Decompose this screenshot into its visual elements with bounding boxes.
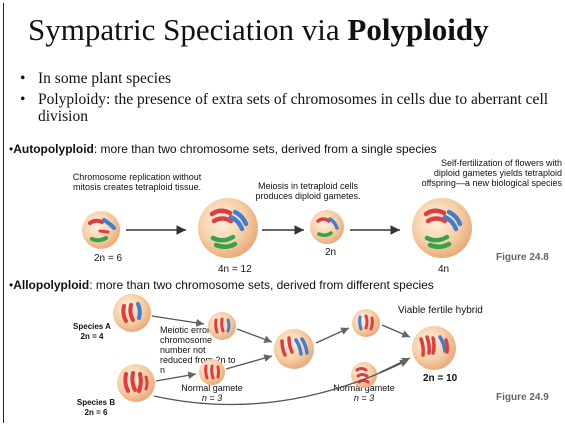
arrow (226, 356, 272, 369)
fertile-hybrid-cell (412, 326, 456, 370)
cell-2n6 (82, 211, 120, 249)
cell-4n12 (198, 198, 258, 258)
arrow (156, 374, 196, 381)
normal-gamete-cell-2 (351, 362, 377, 388)
species-b-cell (117, 364, 155, 402)
arrow (382, 325, 410, 337)
arrow (152, 316, 204, 324)
arrow (316, 328, 349, 343)
unreduced-gamete-cell (208, 312, 236, 340)
unreduced-hybrid-gamete-cell (352, 309, 380, 337)
sterile-hybrid-cell (274, 329, 314, 369)
normal-gamete-cell-1 (199, 359, 225, 385)
species-a-cell (113, 294, 151, 332)
cell-2n-gamete (310, 210, 344, 244)
cell-4n-offspring (412, 198, 472, 258)
arrow (237, 329, 272, 342)
